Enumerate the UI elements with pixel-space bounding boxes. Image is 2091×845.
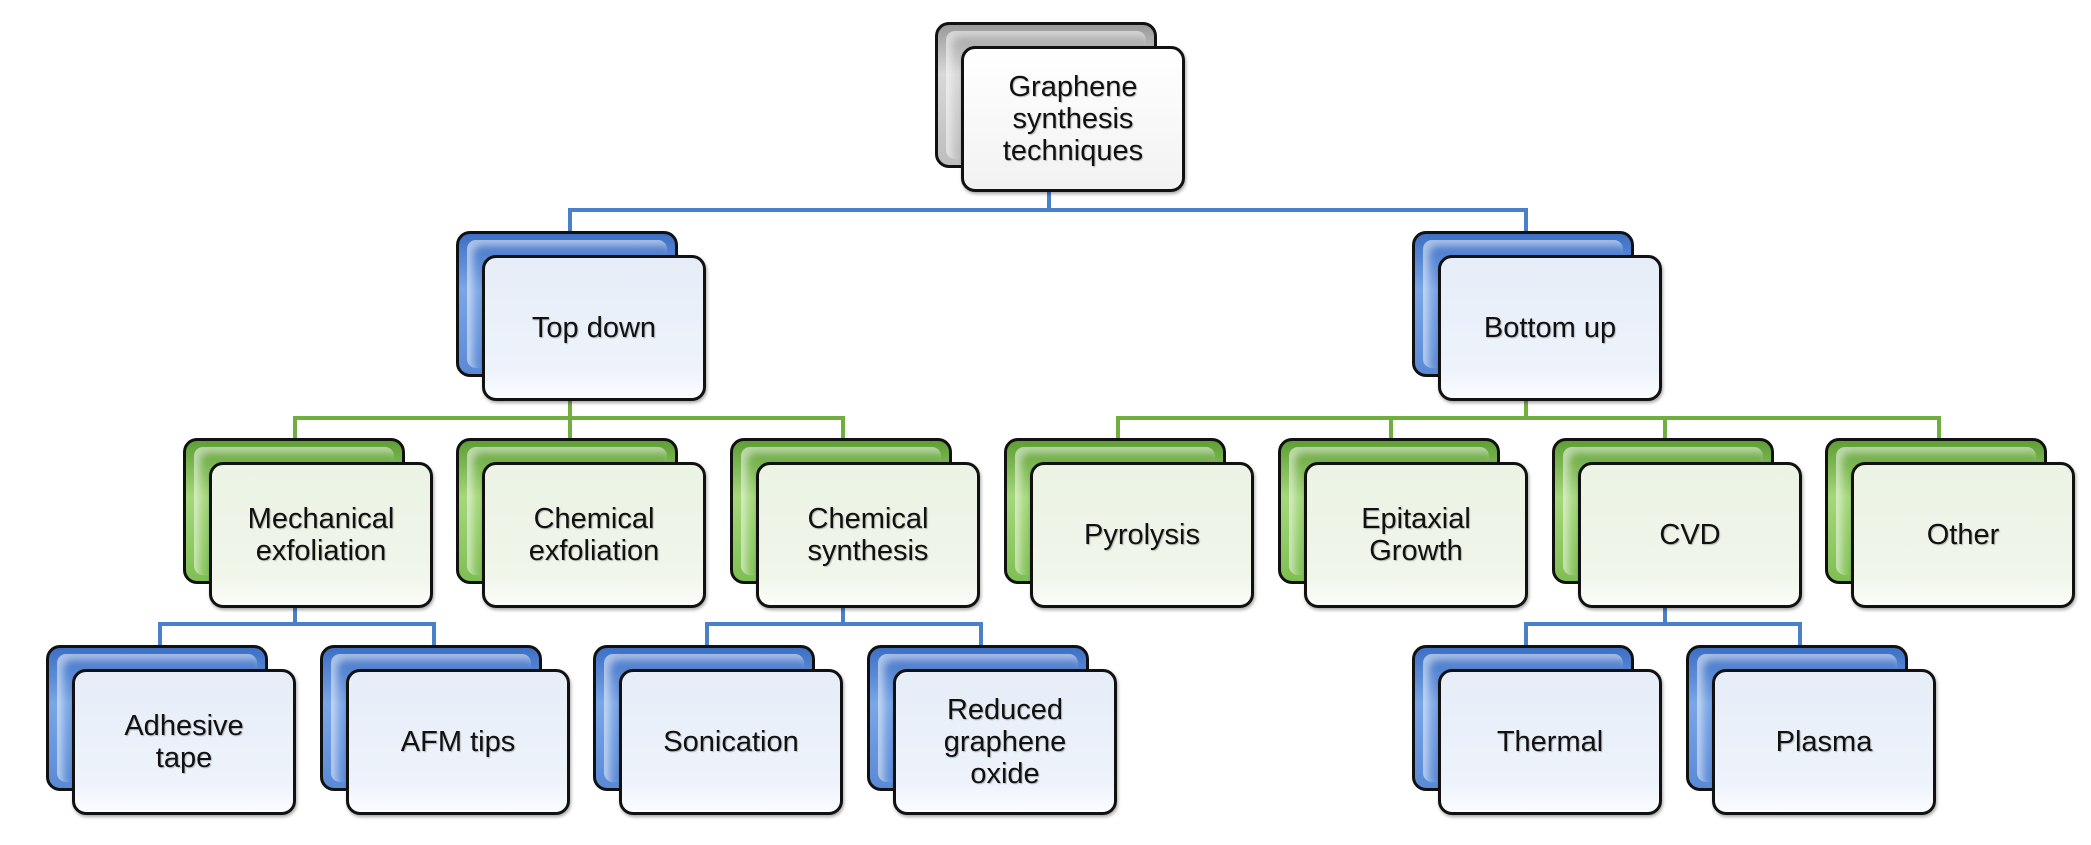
node-adhesive-tape: Adhesive tape <box>46 645 296 820</box>
node-label: exfoliation <box>255 535 387 567</box>
node-label: Epitaxial <box>1361 503 1471 535</box>
node-label: Reduced <box>946 694 1064 726</box>
connector-root-bar <box>568 208 1528 212</box>
connector-mechanical-stem <box>293 606 297 626</box>
connector-bottom-up-stem <box>1524 398 1528 419</box>
connector-drop-epitaxial <box>1389 416 1393 439</box>
node-front: Other <box>1851 462 2075 608</box>
connector-drop-chemical-exfoliation <box>568 416 572 439</box>
node-label: exfoliation <box>528 535 660 567</box>
node-front: Thermal <box>1438 669 1662 815</box>
node-front: Reduced graphene oxide <box>893 669 1117 815</box>
node-chemical-synthesis: Chemical synthesis <box>730 438 980 613</box>
connector-drop-other <box>1937 416 1941 439</box>
node-front: Plasma <box>1712 669 1936 815</box>
connector-root-stem <box>1047 190 1051 212</box>
node-label: Chemical <box>807 503 929 535</box>
node-pyrolysis: Pyrolysis <box>1004 438 1254 613</box>
node-front: Chemical synthesis <box>756 462 980 608</box>
node-label: Sonication <box>663 726 799 758</box>
node-label: Other <box>1926 519 2000 551</box>
node-label: Adhesive <box>124 710 244 742</box>
connector-bottom-up-drop <box>1524 208 1528 232</box>
node-root-front: Graphene synthesis techniques <box>961 46 1185 192</box>
connector-drop-mechanical <box>293 416 297 439</box>
node-label: AFM tips <box>400 726 516 758</box>
connector-drop-reduced <box>979 622 983 647</box>
node-front: AFM tips <box>346 669 570 815</box>
node-bottom-up: Bottom up <box>1412 231 1662 406</box>
connector-drop-cvd <box>1663 416 1667 439</box>
node-label: Thermal <box>1496 726 1604 758</box>
node-other: Other <box>1825 438 2075 613</box>
node-top-down: Top down <box>456 231 706 406</box>
node-label: techniques <box>1002 135 1144 167</box>
node-label: synthesis <box>1012 103 1134 135</box>
node-label: Mechanical <box>247 503 395 535</box>
node-front: Top down <box>482 255 706 401</box>
node-label: Chemical <box>533 503 655 535</box>
connector-bottom-up-bar <box>1116 416 1941 420</box>
node-front: Adhesive tape <box>72 669 296 815</box>
node-front: Chemical exfoliation <box>482 462 706 608</box>
connector-cvd-bar <box>1524 622 1802 626</box>
connector-drop-pyrolysis <box>1116 416 1120 439</box>
node-front: Epitaxial Growth <box>1304 462 1528 608</box>
node-reduced-graphene-oxide: Reduced graphene oxide <box>867 645 1117 820</box>
node-front: Sonication <box>619 669 843 815</box>
node-thermal: Thermal <box>1412 645 1662 820</box>
connector-drop-sonication <box>705 622 709 647</box>
node-front: Bottom up <box>1438 255 1662 401</box>
node-label: Plasma <box>1775 726 1873 758</box>
connector-drop-afm <box>432 622 436 647</box>
connector-drop-adhesive <box>158 622 162 647</box>
node-label: Pyrolysis <box>1083 519 1200 551</box>
node-epitaxial-growth: Epitaxial Growth <box>1278 438 1528 613</box>
node-cvd: CVD <box>1552 438 1802 613</box>
node-label: Bottom up <box>1483 312 1617 344</box>
node-mechanical-exfoliation: Mechanical exfoliation <box>183 438 433 613</box>
connector-top-down-drop <box>568 208 572 232</box>
node-front: Pyrolysis <box>1030 462 1254 608</box>
connector-chemsyn-stem <box>841 606 845 626</box>
connector-chemsyn-bar <box>705 622 983 626</box>
node-label: synthesis <box>807 535 929 567</box>
node-sonication: Sonication <box>593 645 843 820</box>
node-plasma: Plasma <box>1686 645 1936 820</box>
node-front: Mechanical exfoliation <box>209 462 433 608</box>
connector-drop-chemical-synthesis <box>841 416 845 439</box>
node-label: Top down <box>531 312 657 344</box>
node-chemical-exfoliation: Chemical exfoliation <box>456 438 706 613</box>
node-front: CVD <box>1578 462 1802 608</box>
connector-top-down-stem <box>568 398 572 419</box>
node-label: graphene <box>943 726 1067 758</box>
connector-drop-thermal <box>1524 622 1528 647</box>
node-label: tape <box>155 742 213 774</box>
node-label: Growth <box>1369 535 1463 567</box>
connector-mechanical-bar <box>158 622 436 626</box>
node-label: Graphene <box>1008 71 1138 103</box>
node-root: Graphene synthesis techniques <box>935 22 1185 197</box>
connector-drop-plasma <box>1798 622 1802 647</box>
connector-cvd-stem <box>1663 606 1667 626</box>
node-label: oxide <box>970 758 1040 790</box>
node-afm-tips: AFM tips <box>320 645 570 820</box>
node-label: CVD <box>1659 519 1721 551</box>
